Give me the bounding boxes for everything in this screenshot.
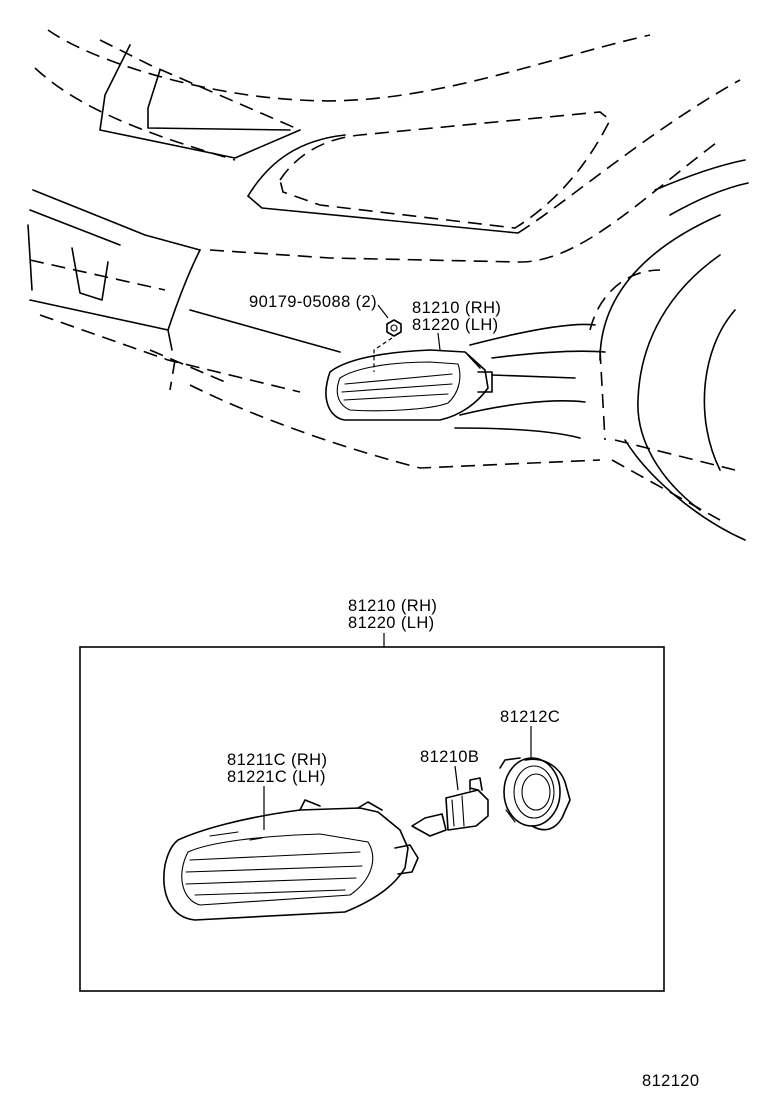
vehicle-body-outline <box>27 29 749 541</box>
assembly-frame <box>79 646 665 992</box>
callout-box-assy-rh: 81210 (RH) <box>348 597 437 615</box>
bulb-icon <box>411 777 489 837</box>
figure-number: 812120 <box>642 1072 699 1090</box>
callout-lens-rh: 81211C (RH) <box>227 751 327 769</box>
upper-leader-lines <box>373 304 441 372</box>
lower-leader-lines <box>263 726 532 830</box>
callout-box-assy-lh: 81220 (LH) <box>348 614 435 632</box>
callout-top-assy-lh: 81220 (LH) <box>412 316 499 334</box>
callout-socket: 81212C <box>500 708 560 726</box>
lamp-lens-housing <box>163 799 419 921</box>
nut-icon <box>386 319 402 337</box>
callout-top-assy-rh: 81210 (RH) <box>412 299 501 317</box>
callout-lens-lh: 81221C (LH) <box>227 768 326 786</box>
installed-clearance-lamp <box>325 349 493 421</box>
callout-nut-part: 90179-05088 (2) <box>249 293 377 311</box>
callout-bulb: 81210B <box>420 748 479 766</box>
socket-icon <box>499 757 571 831</box>
